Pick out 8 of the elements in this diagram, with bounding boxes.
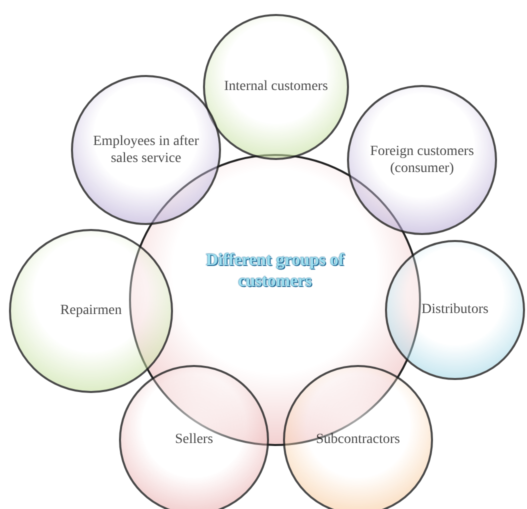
node-label: Foreign customers (consumer)	[369, 142, 475, 178]
node-label: Employees in after sales service	[92, 132, 200, 168]
node-label: Repairmen	[60, 302, 122, 320]
node-label: Sellers	[174, 431, 214, 449]
node-label: Distributors	[422, 301, 488, 319]
node-label: Internal customers	[224, 78, 328, 96]
node-label: Subcontractors	[316, 431, 400, 449]
node-label: Different groups of customers	[204, 248, 346, 292]
